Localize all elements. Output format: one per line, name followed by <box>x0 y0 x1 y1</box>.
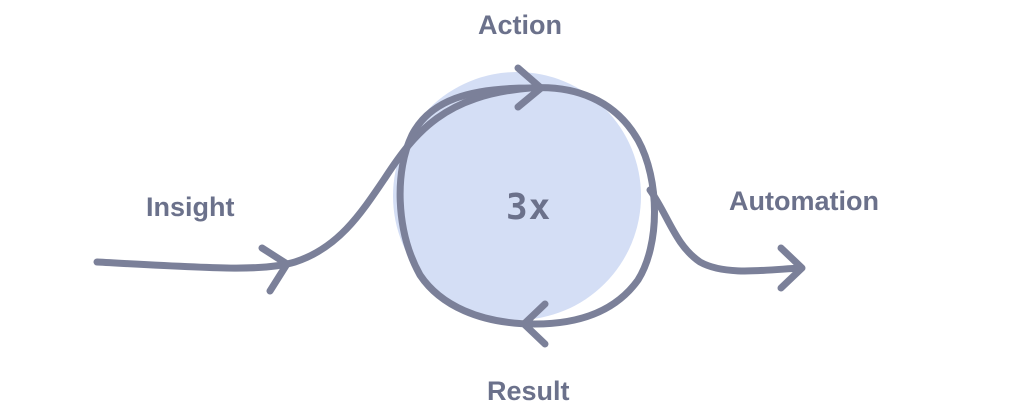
result-label: Result <box>487 376 570 406</box>
arrowhead-insight <box>258 244 291 295</box>
flow-path-in <box>93 84 534 272</box>
multiplier-label: 3x <box>506 187 552 228</box>
arrowhead-automation <box>777 244 806 292</box>
loop-circle-path <box>396 84 658 328</box>
arrowhead-action <box>514 64 545 111</box>
automation-label: Automation <box>729 186 879 216</box>
insight-label: Insight <box>146 192 235 222</box>
arrowhead-result <box>520 300 549 348</box>
action-label: Action <box>478 10 562 40</box>
loop-background-circle <box>393 72 641 320</box>
flow-path-out <box>646 186 804 275</box>
